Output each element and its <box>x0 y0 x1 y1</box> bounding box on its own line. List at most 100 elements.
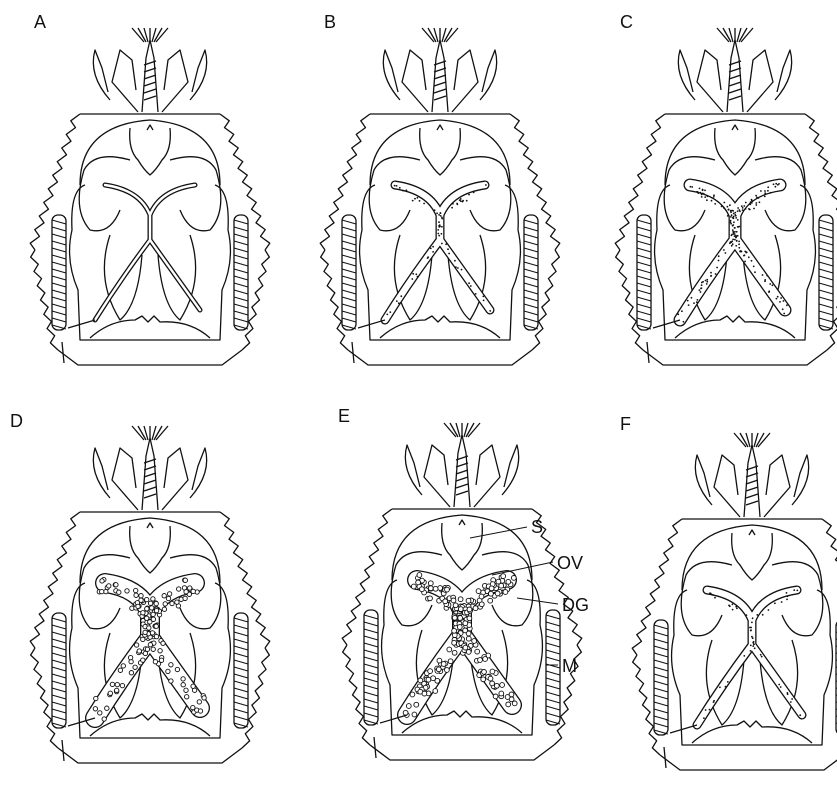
stomach <box>420 128 461 175</box>
ovum <box>428 596 433 601</box>
gill-lamella <box>524 297 538 301</box>
ovum <box>145 607 149 611</box>
left-antenna <box>93 448 110 498</box>
rostrum-hatch <box>746 494 758 498</box>
stipple-dot <box>437 229 439 231</box>
gill-lamella <box>234 618 248 622</box>
ovum <box>463 645 468 650</box>
stipple-dot <box>775 183 777 185</box>
gill-lamella <box>342 276 356 280</box>
right-plate <box>452 50 478 112</box>
stipple-dot <box>732 229 734 231</box>
posterior-lobes <box>90 316 210 338</box>
gill-lamella <box>52 297 66 301</box>
caret <box>749 530 755 535</box>
ovum <box>129 671 133 675</box>
gill-lamella <box>364 671 378 675</box>
stipple-dot <box>691 297 693 299</box>
rostrum <box>454 435 470 507</box>
stipple-dot <box>705 280 707 282</box>
ovum <box>115 682 119 686</box>
ovum <box>121 664 125 668</box>
gill-lamella <box>819 276 833 280</box>
ovum <box>202 696 206 700</box>
rostrum-hatch <box>434 89 446 93</box>
ovum <box>143 630 147 634</box>
gill-lamella <box>52 227 66 231</box>
stipple-dot <box>441 218 443 220</box>
stipple-dot <box>691 186 693 188</box>
gill-lamella <box>524 311 538 315</box>
gill-lamella <box>524 290 538 294</box>
oviduct <box>670 725 697 733</box>
gill-lamella <box>234 695 248 699</box>
ovum <box>414 702 419 707</box>
ovum <box>433 586 438 591</box>
ovum <box>184 688 188 692</box>
ovum <box>162 594 166 598</box>
stipple-dot <box>436 212 438 214</box>
panel-label-a: A <box>34 12 46 33</box>
stipple-dot <box>779 301 781 303</box>
gill-lamella <box>819 255 833 259</box>
stipple-dot <box>764 279 766 281</box>
stipple-dot <box>432 246 434 248</box>
gill-lamella <box>524 248 538 252</box>
stipple-dot <box>745 208 747 210</box>
ovum <box>412 712 417 717</box>
gill-lamella <box>342 262 356 266</box>
rostrum-hatch <box>729 96 741 100</box>
ovum <box>438 586 443 591</box>
stipple-dot <box>702 189 704 191</box>
stipple-dot <box>730 223 732 225</box>
stipple-dot <box>778 684 780 686</box>
stipple-dot <box>485 184 487 186</box>
gill-lamella <box>234 297 248 301</box>
left-serration <box>342 509 392 745</box>
panel-label-e: E <box>338 406 350 427</box>
ovum <box>154 634 158 638</box>
ovum <box>511 576 516 581</box>
stipple-dot <box>432 251 434 253</box>
stipple-dot <box>735 245 737 247</box>
ovum <box>458 607 463 612</box>
gill-lamella <box>364 622 378 626</box>
ovum <box>406 704 411 709</box>
gill-lamella <box>52 695 66 699</box>
stipple-dot <box>787 595 789 597</box>
gill-lamella <box>637 311 651 315</box>
gill-lamella <box>52 220 66 224</box>
stipple-dot <box>701 284 703 286</box>
stipple-dot <box>473 192 475 194</box>
callout-label-m: M <box>562 656 577 677</box>
gill-lamella <box>637 262 651 266</box>
ovum <box>150 606 154 610</box>
ovum <box>428 669 433 674</box>
stipple-dot <box>448 253 450 255</box>
gill-lamella <box>819 318 833 322</box>
stipple-dot <box>704 190 706 192</box>
ovum <box>158 649 162 653</box>
gill-lamella <box>364 685 378 689</box>
gill-lamella <box>234 220 248 224</box>
ovum <box>463 621 468 626</box>
ovum <box>148 643 152 647</box>
gill-lamella <box>234 709 248 713</box>
gill-lamella <box>654 709 668 713</box>
stipple-dot <box>696 191 698 193</box>
stipple-dot <box>460 200 462 202</box>
ovum <box>417 573 422 578</box>
rostrum-hatch <box>746 480 758 484</box>
ovum <box>185 695 189 699</box>
gill-lamella <box>654 688 668 692</box>
gill-lamella <box>654 639 668 643</box>
ovum <box>151 647 155 651</box>
stipple-dot <box>489 310 491 312</box>
stipple-dot <box>783 313 785 315</box>
gill-lamella <box>637 227 651 231</box>
right-plate <box>474 445 500 507</box>
stipple-dot <box>704 196 706 198</box>
ovum <box>197 700 201 704</box>
ovum <box>181 677 185 681</box>
stipple-dot <box>754 647 756 649</box>
